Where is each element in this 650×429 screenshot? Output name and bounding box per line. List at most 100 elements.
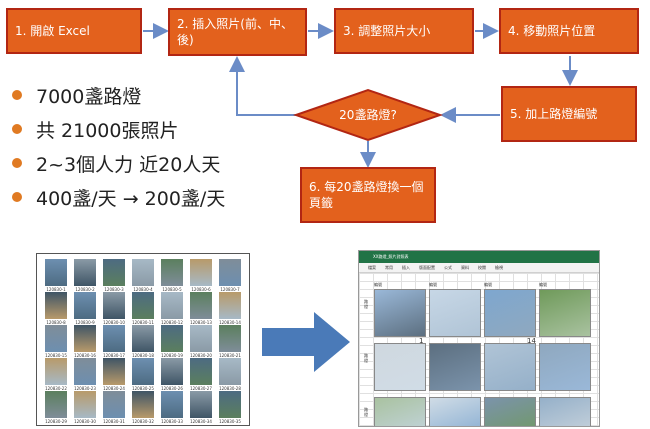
streetlight-photo-icon: [161, 292, 183, 319]
streetlight-photo-icon: [45, 358, 67, 385]
streetlight-photo-icon: [74, 325, 96, 352]
photo-thumbnail[interactable]: 120830-4: [132, 259, 154, 292]
bullet-dot-icon: [12, 158, 22, 168]
photo-thumbnail[interactable]: 120830-29: [45, 391, 67, 424]
photo-thumbnail[interactable]: 120830-27: [190, 358, 212, 391]
photo-thumbnail[interactable]: 120830-30: [74, 391, 96, 424]
photo-filename: 120830-14: [219, 320, 241, 325]
streetlight-photo-icon: [74, 292, 96, 319]
photo-thumbnail[interactable]: 120830-21: [219, 325, 241, 358]
excel-menu-tab[interactable]: 版面配置: [419, 265, 435, 270]
streetlight-photo[interactable]: [374, 289, 426, 337]
excel-cell-number: 1: [419, 337, 424, 345]
photo-thumbnail[interactable]: 120830-6: [190, 259, 212, 292]
photo-thumbnail[interactable]: 120830-22: [45, 358, 67, 391]
photo-thumbnail[interactable]: 120830-33: [161, 391, 183, 424]
streetlight-photo-icon: [219, 325, 241, 352]
streetlight-photo[interactable]: [374, 343, 426, 391]
streetlight-photo[interactable]: [429, 343, 481, 391]
photo-thumbnail[interactable]: 120830-19: [161, 325, 183, 358]
step-2-label: 2. 插入照片(前、中、後): [177, 17, 293, 47]
streetlight-photo[interactable]: [539, 343, 591, 391]
photo-thumbnail[interactable]: 120830-12: [161, 292, 183, 325]
streetlight-photo-icon: [190, 358, 212, 385]
photo-thumbnail[interactable]: 120830-16: [74, 325, 96, 358]
photo-thumbnail[interactable]: 120830-35: [219, 391, 241, 424]
excel-menu-tab[interactable]: 檢視: [495, 265, 503, 270]
photo-thumbnail[interactable]: 120830-3: [103, 259, 125, 292]
excel-menu-tab[interactable]: 檔案: [368, 265, 376, 270]
photo-thumbnail[interactable]: 120830-32: [132, 391, 154, 424]
excel-menu-tab[interactable]: 資料: [461, 265, 469, 270]
photo-filename: 120830-33: [161, 419, 183, 424]
streetlight-photo[interactable]: [484, 289, 536, 337]
excel-menu-tab[interactable]: 常用: [385, 265, 393, 270]
photo-thumbnail[interactable]: 120830-24: [103, 358, 125, 391]
photo-thumbnail[interactable]: 120830-5: [161, 259, 183, 292]
photo-thumbnail[interactable]: 120830-25: [132, 358, 154, 391]
photo-thumbnail[interactable]: 120830-1: [45, 259, 67, 292]
streetlight-photo[interactable]: [484, 397, 536, 426]
photo-filename: 120830-2: [75, 287, 95, 292]
photo-thumbnail[interactable]: 120830-7: [219, 259, 241, 292]
bullet-dot-icon: [12, 124, 22, 134]
photo-filename: 120830-29: [45, 419, 67, 424]
step-3-box: 3. 調整照片大小: [334, 8, 474, 54]
streetlight-photo[interactable]: [429, 289, 481, 337]
photo-thumbnail[interactable]: 120830-23: [74, 358, 96, 391]
streetlight-photo-icon: [219, 292, 241, 319]
photo-filename: 120830-1: [46, 287, 66, 292]
photo-thumbnail[interactable]: 120830-14: [219, 292, 241, 325]
photo-filename: 120830-9: [75, 320, 95, 325]
photo-thumbnail[interactable]: 120830-11: [132, 292, 154, 325]
photo-thumbnail[interactable]: 120830-31: [103, 391, 125, 424]
step-5-box: 5. 加上路燈編號: [501, 86, 637, 142]
streetlight-photo[interactable]: [429, 397, 481, 426]
photo-filename: 120830-16: [74, 353, 96, 358]
photo-thumbnail[interactable]: 120830-2: [74, 259, 96, 292]
photo-thumbnail[interactable]: 120830-20: [190, 325, 212, 358]
streetlight-photo[interactable]: [539, 289, 591, 337]
photo-thumbnail[interactable]: 120830-15: [45, 325, 67, 358]
excel-row-label: 路燈: [364, 353, 368, 363]
photo-thumbnail[interactable]: 120830-18: [132, 325, 154, 358]
streetlight-photo-icon: [74, 259, 96, 286]
step-4-box: 4. 移動照片位置: [499, 8, 639, 54]
step-3-label: 3. 調整照片大小: [343, 24, 431, 38]
photo-filename: 120830-24: [103, 386, 125, 391]
photo-filename: 120830-19: [161, 353, 183, 358]
streetlight-photo[interactable]: [484, 343, 536, 391]
streetlight-photo[interactable]: [374, 397, 426, 426]
excel-menu-tab[interactable]: 校閱: [478, 265, 486, 270]
photo-thumbnail[interactable]: 120830-8: [45, 292, 67, 325]
photo-filename: 120830-27: [190, 386, 212, 391]
photo-filename: 120830-35: [219, 419, 241, 424]
photo-filename: 120830-28: [219, 386, 241, 391]
photo-thumbnail[interactable]: 120830-26: [161, 358, 183, 391]
excel-menu-tab[interactable]: 插入: [402, 265, 410, 270]
photo-thumbnail[interactable]: 120830-10: [103, 292, 125, 325]
streetlight-photo-icon: [161, 391, 183, 418]
streetlight-photo-icon: [190, 259, 212, 286]
bullet-dot-icon: [12, 90, 22, 100]
photo-thumbnail[interactable]: 120830-28: [219, 358, 241, 391]
streetlight-photo-icon: [161, 325, 183, 352]
step-6-box: 6. 每20盞路燈換一個頁籤: [300, 167, 436, 223]
photo-filename: 120830-11: [132, 320, 154, 325]
photo-thumbnail[interactable]: 120830-9: [74, 292, 96, 325]
streetlight-photo[interactable]: [539, 397, 591, 426]
photo-thumbnail[interactable]: 120830-34: [190, 391, 212, 424]
excel-menu-tab[interactable]: 公式: [444, 265, 452, 270]
streetlight-photo-icon: [103, 292, 125, 319]
streetlight-photo-icon: [45, 325, 67, 352]
excel-row-label: 路燈: [364, 299, 368, 309]
streetlight-photo-icon: [103, 259, 125, 286]
photo-filename: 120830-17: [103, 353, 125, 358]
streetlight-photo-icon: [74, 358, 96, 385]
photo-thumbnail[interactable]: 120830-13: [190, 292, 212, 325]
photo-thumbnail[interactable]: 120830-17: [103, 325, 125, 358]
streetlight-photo-icon: [219, 259, 241, 286]
excel-photo-sheet: XX路燈_照片對照表 檔案常用插入版面配置公式資料校閱檢視 編號編號編號編號路燈…: [358, 250, 600, 427]
transform-arrow-icon: [262, 312, 350, 372]
